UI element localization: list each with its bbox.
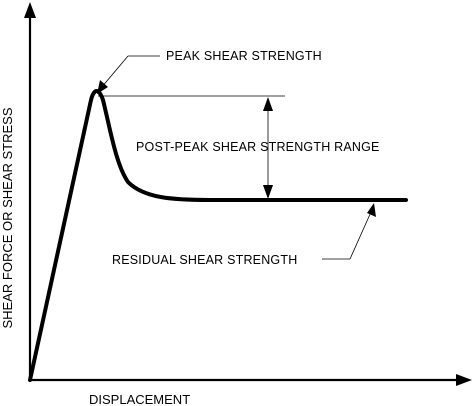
- range-arrow-top-icon: [263, 97, 273, 111]
- y-axis-label: SHEAR FORCE OR SHEAR STRESS: [0, 107, 15, 328]
- peak-leader: [97, 55, 160, 94]
- peak-arrow-icon: [97, 80, 108, 94]
- peak-label: PEAK SHEAR STRENGTH: [166, 49, 322, 63]
- residual-label: RESIDUAL SHEAR STRENGTH: [112, 253, 297, 267]
- shear-curve: [28, 89, 408, 382]
- range-dimension: [263, 97, 273, 199]
- x-axis: [30, 374, 472, 386]
- residual-leader: [322, 203, 376, 260]
- x-axis-arrow-icon: [456, 374, 472, 386]
- residual-arrow-icon: [367, 203, 376, 217]
- x-axis-label: DISPLACEMENT: [89, 392, 190, 406]
- y-axis-arrow-icon: [24, 2, 36, 18]
- range-arrow-bottom-icon: [263, 185, 273, 199]
- range-label: POST-PEAK SHEAR STRENGTH RANGE: [136, 140, 380, 154]
- y-axis: [24, 2, 36, 380]
